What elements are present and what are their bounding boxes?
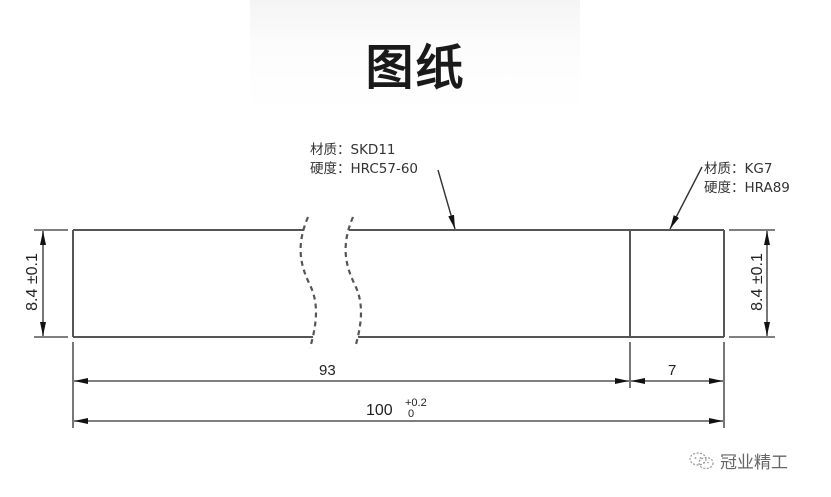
break-lines: [299, 216, 363, 349]
hardness-label-left: 硬度：HRC57-60: [310, 161, 419, 177]
part-body: [72, 229, 725, 338]
material-label-left: 材质：SKD11: [310, 142, 396, 158]
dimension-100-label: 100: [366, 402, 393, 419]
leader-right: [669, 166, 703, 230]
wechat-icon: [689, 451, 714, 469]
dimension-93-label: 93: [319, 362, 336, 379]
material-note-left: 材质：SKD11 硬度：HRC57-60: [310, 141, 418, 179]
watermark: 冠业精工: [688, 448, 788, 473]
title-background: [250, 0, 580, 112]
dimension-7-label: 7: [668, 362, 677, 379]
height-dimension-right-label: 8.4 ±0.1: [749, 253, 766, 311]
hardness-label-right: 硬度：HRA89: [704, 180, 790, 196]
leader-left: [437, 169, 456, 230]
tolerance-upper: +0.2: [405, 397, 427, 409]
left-height-dimension: [34, 229, 68, 338]
watermark-text: 冠业精工: [720, 453, 788, 473]
material-label-right: 材质：KG7: [704, 161, 773, 177]
height-dimension-left-label: 8.4 ±0.1: [24, 253, 41, 311]
right-height-dimension: [729, 229, 775, 338]
page-title: 图纸: [365, 40, 466, 96]
extension-lines: [72, 342, 725, 428]
material-note-right: 材质：KG7 硬度：HRA89: [704, 160, 790, 198]
tolerance-lower: 0: [408, 408, 415, 420]
